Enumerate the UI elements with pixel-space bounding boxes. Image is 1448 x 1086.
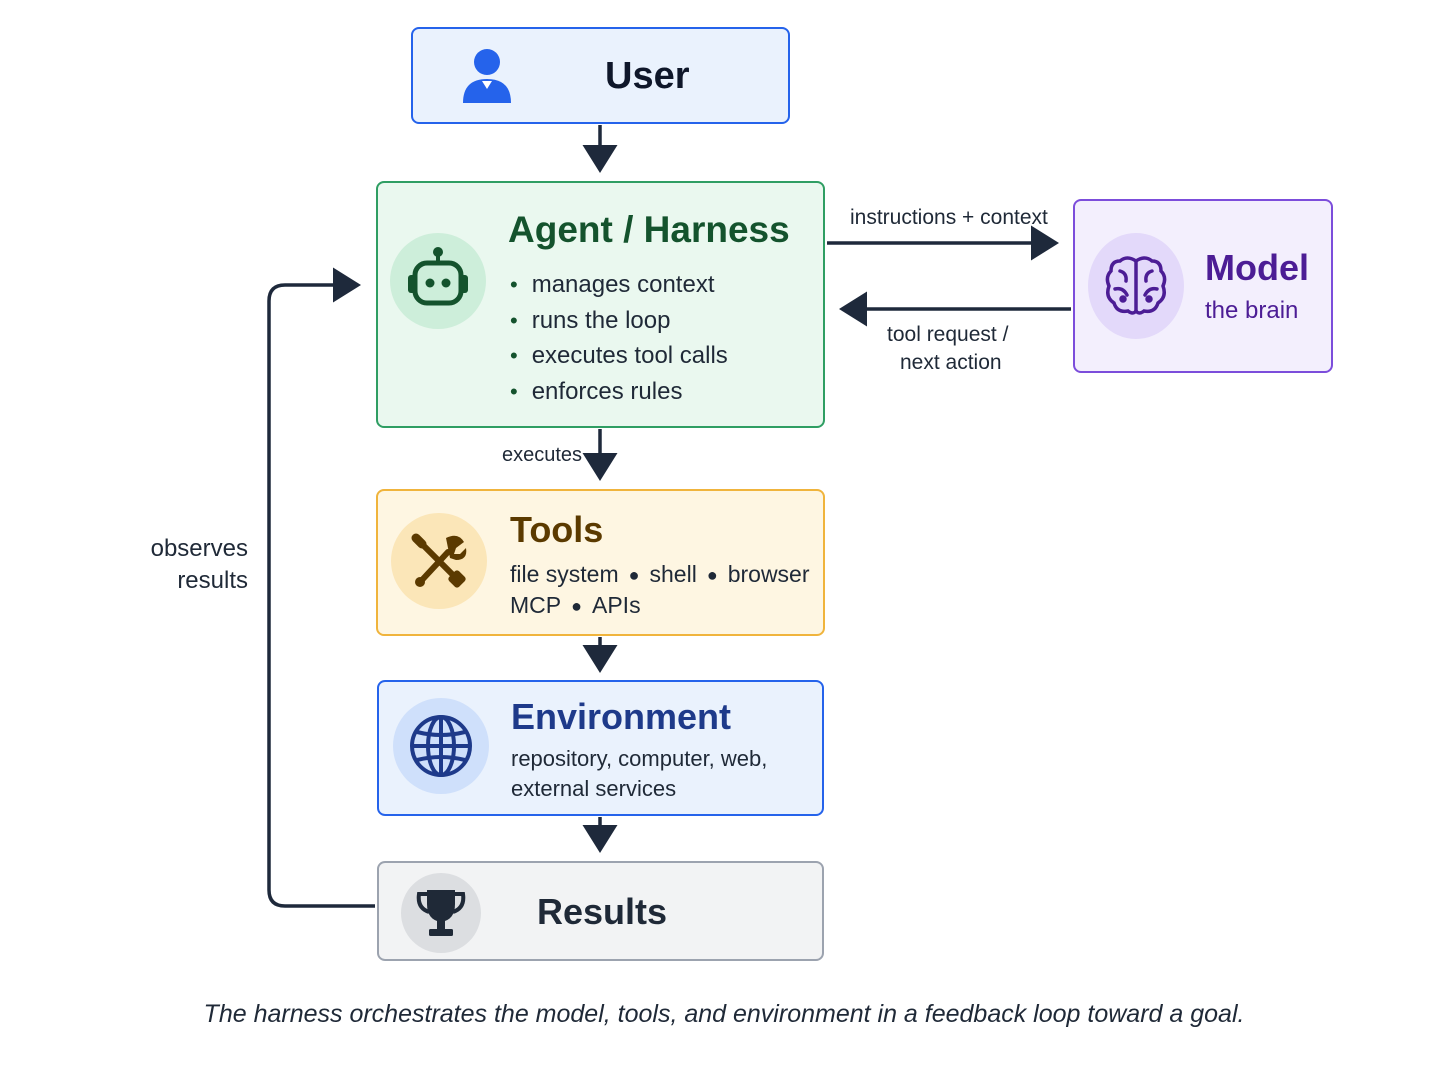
- edge-label-executes: executes: [502, 444, 583, 466]
- brain-icon: [1088, 233, 1184, 339]
- trophy-icon: [401, 873, 481, 953]
- environment-node: Environment repository, computer, web, e…: [377, 680, 824, 816]
- model-node: Model the brain: [1073, 199, 1333, 373]
- tool-item: shell: [649, 561, 697, 587]
- edge-label-observes: observes: [150, 535, 248, 562]
- robot-icon: [390, 233, 486, 329]
- results-node: Results: [377, 861, 824, 961]
- user-icon: [461, 47, 513, 110]
- results-title: Results: [537, 891, 668, 932]
- tool-item: browser: [727, 561, 810, 587]
- model-title: Model: [1205, 247, 1309, 288]
- list-item: executes tool calls: [508, 338, 728, 374]
- edge-label-next-action: next action: [900, 351, 1002, 374]
- edge-label-tool-request: tool request /: [887, 323, 1009, 346]
- separator-dot: ●: [706, 565, 718, 585]
- list-item: manages context: [508, 267, 728, 303]
- user-title: User: [605, 55, 690, 97]
- tool-item: MCP: [510, 592, 562, 618]
- tools-title: Tools: [510, 509, 604, 550]
- list-item: enforces rules: [508, 374, 728, 410]
- separator-dot: ●: [628, 565, 640, 585]
- separator-dot: ●: [571, 596, 582, 616]
- edge-label-instructions: instructions + context: [850, 206, 1048, 229]
- tools-node: Tools file system ● shell ● browser MCP ● APIs: [376, 489, 825, 636]
- edge-label-results: results: [177, 567, 248, 594]
- tools-list-row-1: file system ● shell ● browser: [510, 561, 810, 588]
- tool-item: file system: [510, 561, 619, 587]
- figure-caption: The harness orchestrates the model, tool…: [203, 1000, 1245, 1028]
- arrow-feedback-loop: [267, 267, 375, 908]
- environment-description-line-1: repository, computer, web,: [511, 746, 768, 771]
- list-item: runs the loop: [508, 303, 728, 339]
- globe-icon: [393, 698, 489, 794]
- agent-responsibilities: manages context runs the loop executes t…: [508, 267, 728, 409]
- user-node: User: [411, 27, 790, 124]
- agent-harness-node: Agent / Harness manages context runs the…: [376, 181, 825, 428]
- wrench-screwdriver-icon: [391, 513, 487, 609]
- model-subtitle: the brain: [1205, 297, 1299, 324]
- environment-description-line-2: external services: [511, 776, 677, 801]
- agent-title: Agent / Harness: [508, 209, 790, 250]
- tools-list-row-2: MCP ● APIs: [510, 592, 641, 619]
- tool-item: APIs: [592, 592, 641, 618]
- environment-title: Environment: [511, 696, 732, 737]
